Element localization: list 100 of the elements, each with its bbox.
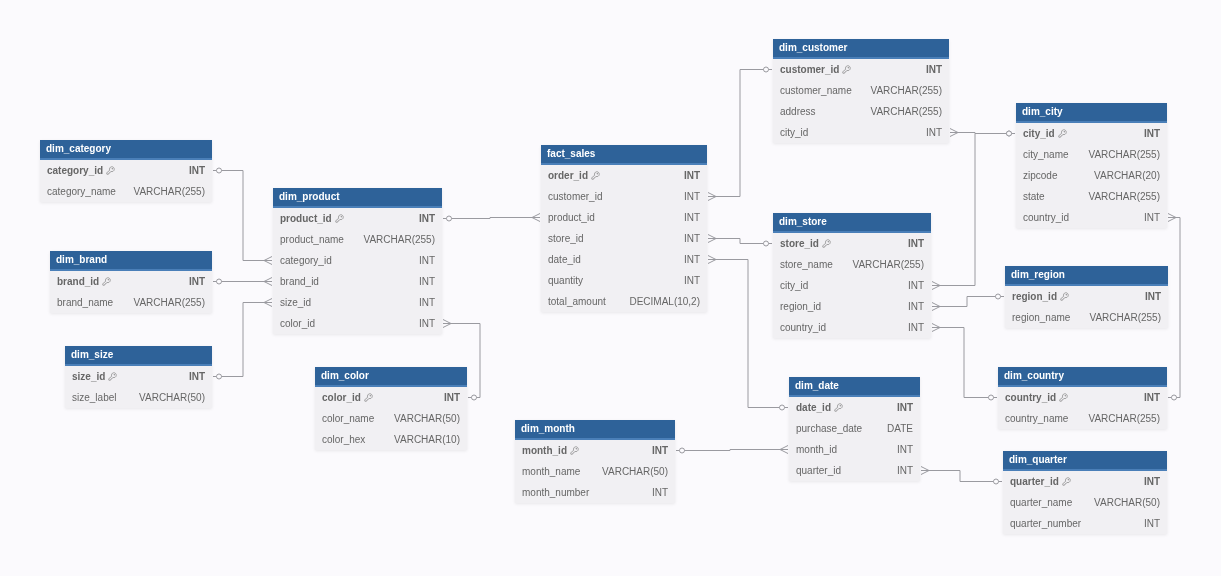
column-type: INT [651,444,668,458]
column-name: customer_name [780,84,852,98]
column-type: INT [188,164,205,178]
column-name: store_id [548,232,584,246]
column-name: color_name [322,412,375,426]
table-card [773,213,931,338]
table-card [1005,266,1168,328]
column-name: color_id [280,317,316,331]
column-type: VARCHAR(255) [133,185,205,199]
column-name: country_id [1005,391,1057,405]
column-type: INT [925,63,942,77]
column-type: VARCHAR(255) [870,105,942,119]
column-type: INT [418,254,435,268]
column-type: INT [1143,475,1160,489]
table-header: dim_color [315,367,467,387]
column-type: VARCHAR(255) [852,258,924,272]
column-type: INT [418,212,435,226]
column-name: store_id [780,237,819,251]
table-row [998,387,1167,408]
relationship-line [931,293,1005,311]
column-type: INT [925,126,942,140]
table-row [541,165,707,186]
column-name: region_id [1012,290,1057,304]
column-type: VARCHAR(50) [1094,496,1160,510]
column-type: VARCHAR(10) [394,433,460,447]
table-card [315,367,467,450]
table-header: dim_brand [50,251,212,271]
table-card [1016,103,1167,228]
relationship-line [1167,213,1181,401]
column-type: INT [683,211,700,225]
column-type: VARCHAR(255) [870,84,942,98]
column-type: INT [443,391,460,405]
column-name: customer_id [780,63,840,77]
column-name: quarter_id [796,464,842,478]
column-type: INT [1143,517,1160,531]
relationship-line [212,167,273,265]
relationship-line [707,66,773,201]
column-type: INT [1143,211,1160,225]
column-name: color_id [322,391,361,405]
column-name: city_id [1023,127,1055,141]
column-name: order_id [548,169,588,183]
column-type: INT [896,401,913,415]
column-name: city_id [780,279,809,293]
table-header: dim_customer [773,39,949,59]
table-card [40,140,212,202]
column-name: store_name [780,258,833,272]
relationship-line [212,277,273,286]
column-name: quantity [548,274,584,288]
table-header: dim_city [1016,103,1167,123]
column-type: INT [907,279,924,293]
table-row [1005,286,1168,307]
table-card [65,346,212,408]
column-type: INT [896,443,913,457]
column-type: INT [683,169,700,183]
column-name: date_id [796,401,831,415]
column-type: INT [907,300,924,314]
table-row [40,160,212,181]
column-name: quarter_id [1010,475,1059,489]
table-card [515,420,675,503]
column-name: total_amount [548,295,606,309]
column-type: INT [1143,127,1160,141]
column-type: INT [683,253,700,267]
table-row [273,313,442,334]
relationship-line [920,466,1003,485]
table-row [273,208,442,229]
column-type: INT [683,190,700,204]
table-card [998,367,1167,429]
column-type: INT [418,296,435,310]
column-type: VARCHAR(255) [363,233,435,247]
column-name: product_id [548,211,595,225]
table-card [273,188,442,334]
column-name: month_id [796,443,838,457]
column-name: quarter_name [1010,496,1073,510]
column-name: country_name [1005,412,1069,426]
column-type: INT [651,486,668,500]
column-name: product_name [280,233,344,247]
column-type: VARCHAR(255) [1088,412,1160,426]
column-name: category_id [47,164,104,178]
column-type: INT [907,321,924,335]
table-card [773,39,949,143]
table-header: dim_region [1005,266,1168,286]
relationship-line [931,323,998,401]
table-header: dim_category [40,140,212,160]
column-name: state [1023,190,1045,204]
column-type: VARCHAR(20) [1094,169,1160,183]
column-name: size_id [72,370,106,384]
relationship-line [675,445,789,454]
column-name: address [780,105,816,119]
column-name: product_id [280,212,332,226]
column-name: month_id [522,444,567,458]
table-header: dim_store [773,213,931,233]
table-row [773,317,931,338]
column-type: VARCHAR(255) [1088,148,1160,162]
column-type: INT [1144,290,1161,304]
column-type: VARCHAR(50) [139,391,205,405]
table-header: dim_month [515,420,675,440]
column-name: color_hex [322,433,366,447]
column-type: VARCHAR(255) [133,296,205,310]
table-row [789,460,920,481]
column-name: country_id [780,321,827,335]
